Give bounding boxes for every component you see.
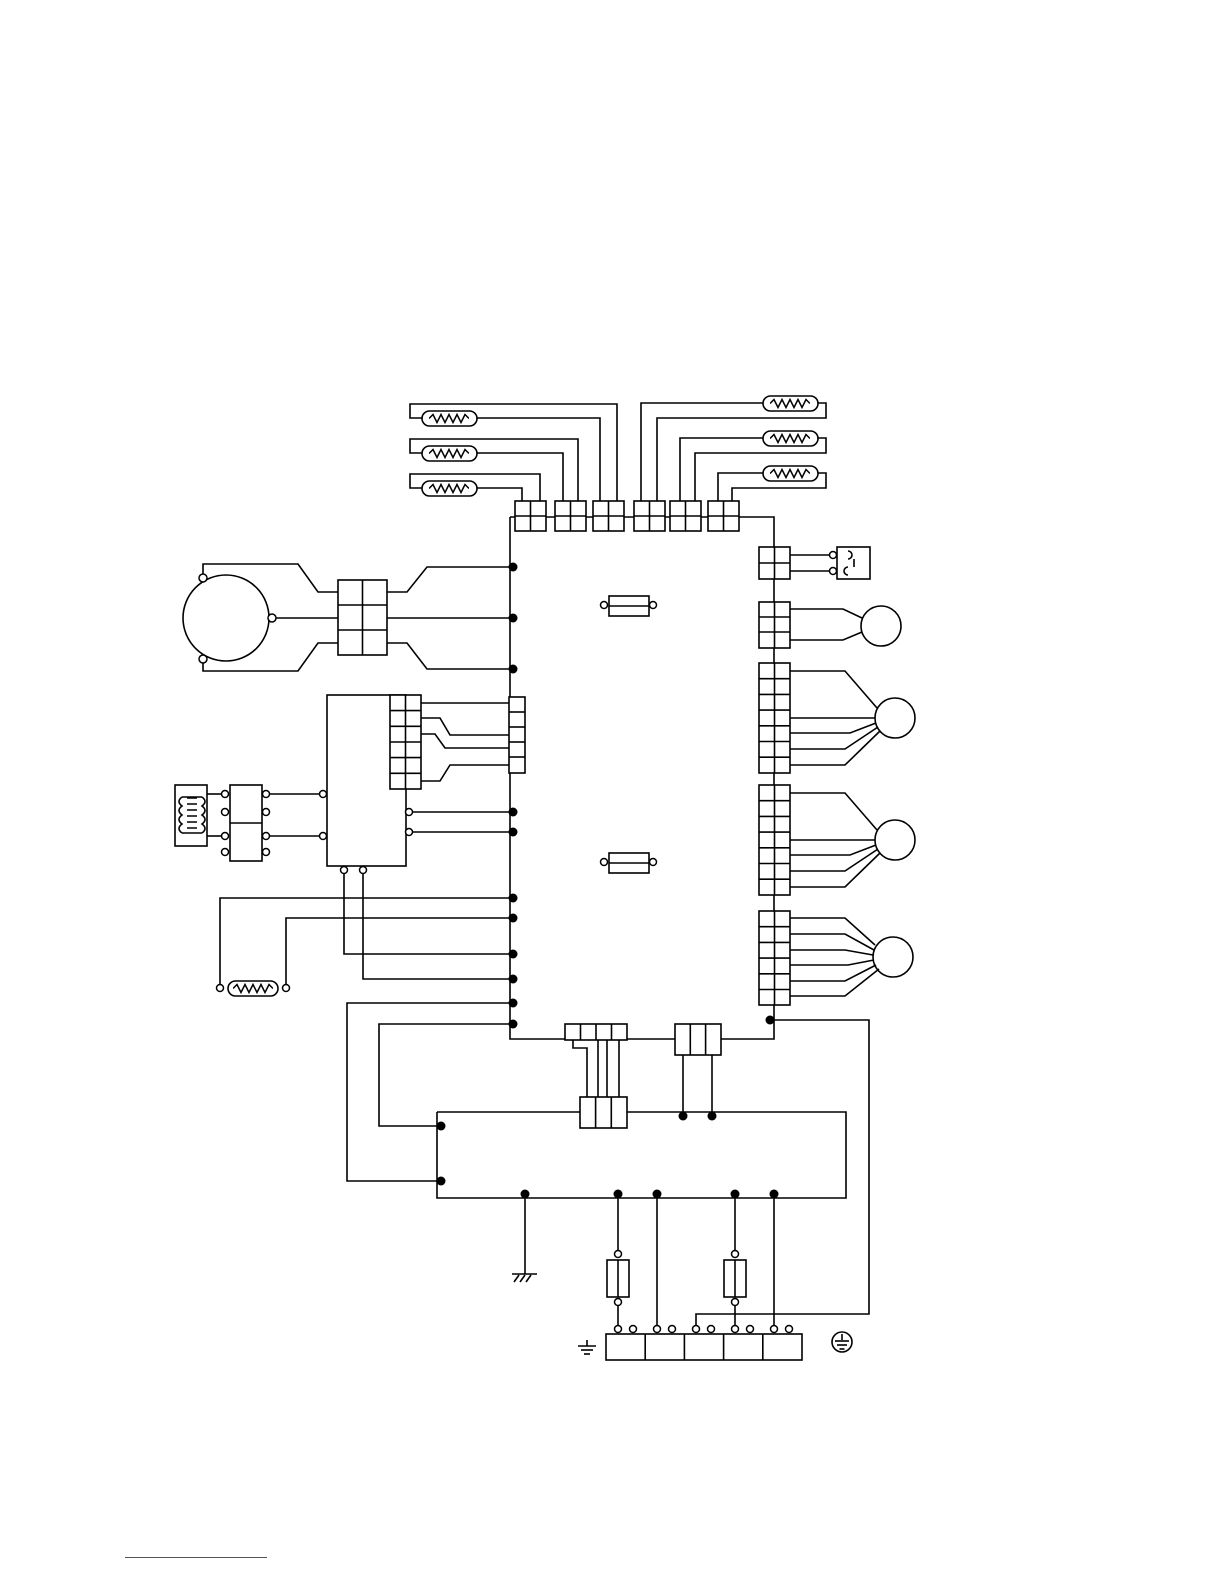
bottom-connector-left	[565, 1024, 627, 1040]
stepping-motor	[875, 698, 915, 738]
ground-symbol	[512, 1194, 537, 1282]
bottom-connector-right	[675, 1024, 721, 1055]
door-switch	[830, 547, 871, 579]
connector	[759, 663, 790, 773]
thermistor-sensor	[217, 981, 290, 996]
thermistor-sensor	[422, 481, 477, 496]
thermistor-sensor	[763, 466, 818, 481]
connector	[759, 602, 790, 648]
thermistor-sensor	[763, 396, 818, 411]
connector	[670, 501, 701, 531]
thermistor-group-right	[641, 396, 826, 501]
connector	[759, 785, 790, 895]
motor-connector	[338, 580, 387, 655]
fuse	[601, 596, 657, 616]
thermistor-sensor	[422, 446, 477, 461]
connector	[634, 501, 665, 531]
fuse	[607, 1194, 629, 1326]
terminal-block	[606, 1326, 802, 1361]
top-connector-row	[515, 501, 739, 531]
connector	[708, 501, 739, 531]
thermistor-sensor	[763, 431, 818, 446]
compressor-motor	[183, 574, 276, 663]
power-board	[437, 1097, 846, 1198]
board-connector-left	[509, 697, 525, 773]
fuse	[601, 853, 657, 873]
thermistor-group-left	[410, 404, 617, 501]
relay-module	[320, 695, 422, 874]
fan-motor	[861, 606, 901, 646]
reactor-connector	[222, 785, 270, 861]
earth-symbol	[832, 1332, 852, 1352]
connector	[515, 501, 546, 531]
thermistor-sensor	[422, 411, 477, 426]
fuse	[724, 1194, 746, 1326]
footer-rule	[125, 1557, 267, 1558]
connector	[555, 501, 586, 531]
switch-connector	[759, 547, 790, 579]
reactor-coil	[175, 785, 207, 846]
stepping-motor	[873, 937, 913, 977]
stepping-motor	[875, 820, 915, 860]
ground-symbol	[578, 1340, 596, 1354]
connector	[759, 911, 790, 1005]
connector	[593, 501, 624, 531]
